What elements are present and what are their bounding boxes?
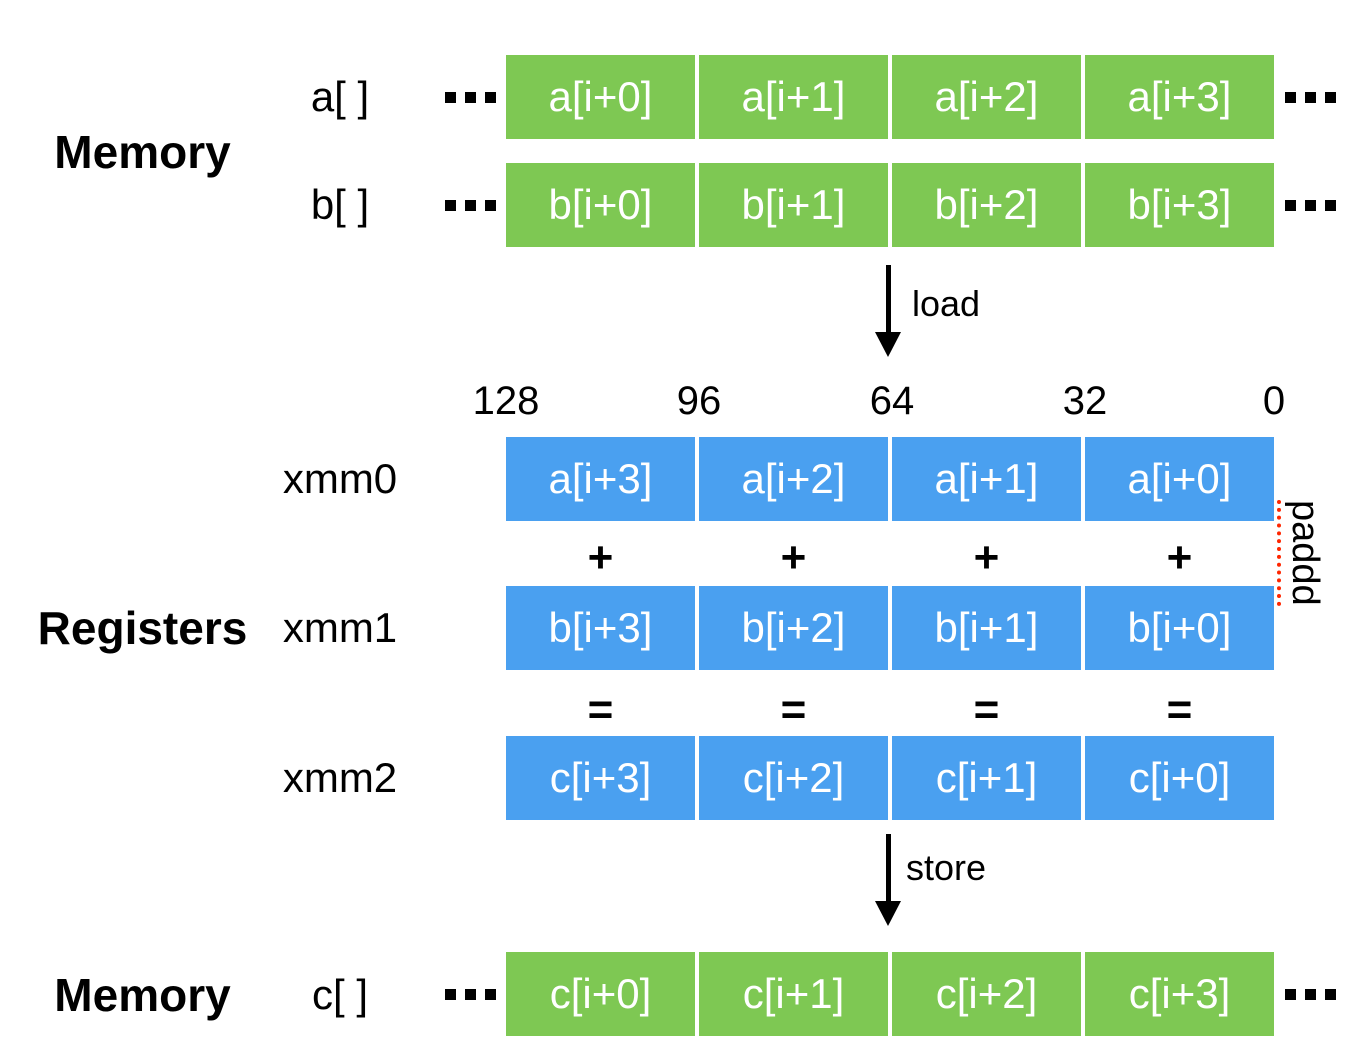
memory-cell-b3: b[i+3] <box>1085 163 1274 247</box>
equals-operator: = <box>1166 685 1193 734</box>
memory-cell-c1: c[i+1] <box>699 952 888 1036</box>
memory-row-a: a[i+0] a[i+1] a[i+2] a[i+3] <box>506 55 1274 139</box>
register-cell-xmm1-b1: b[i+1] <box>892 586 1081 670</box>
load-arrow-icon <box>875 265 901 357</box>
register-xmm0-label: xmm0 <box>282 455 398 502</box>
ellipsis-icon <box>1280 55 1340 139</box>
registers-section-label: Registers <box>37 602 248 654</box>
memory-cell-a0: a[i+0] <box>506 55 695 139</box>
ellipsis-icon <box>438 952 502 1037</box>
memory-cell-a3: a[i+3] <box>1085 55 1274 139</box>
memory-cell-b2: b[i+2] <box>892 163 1081 247</box>
memory-cell-b0: b[i+0] <box>506 163 695 247</box>
bit-position-labels: 128 96 64 32 0 <box>473 379 1286 423</box>
memory-bottom-section-label: Memory <box>54 968 231 1021</box>
register-cell-xmm1-b3: b[i+3] <box>506 586 695 670</box>
array-c-label: c[ ] <box>311 970 368 1018</box>
ellipsis-icon <box>1280 952 1340 1037</box>
ellipsis-icon <box>1280 163 1340 247</box>
register-row-xmm0: a[i+3] a[i+2] a[i+1] a[i+0] <box>506 437 1274 521</box>
memory-cell-b1: b[i+1] <box>699 163 888 247</box>
register-cell-xmm1-b2: b[i+2] <box>699 586 888 670</box>
array-a-label: a[ ] <box>310 73 370 120</box>
bit-label-96: 96 <box>676 379 722 423</box>
register-row-xmm1: b[i+3] b[i+2] b[i+1] b[i+0] <box>506 586 1274 670</box>
store-arrow-icon <box>875 834 901 926</box>
register-cell-xmm2-c0: c[i+0] <box>1085 736 1274 820</box>
plus-operator: + <box>780 533 807 582</box>
register-row-xmm2: c[i+3] c[i+2] c[i+1] c[i+0] <box>506 736 1274 820</box>
ellipsis-icon <box>438 55 502 139</box>
memory-cell-a1: a[i+1] <box>699 55 888 139</box>
memory-row-b: b[i+0] b[i+1] b[i+2] b[i+3] <box>506 163 1274 247</box>
memory-row-c: c[i+0] c[i+1] c[i+2] c[i+3] <box>506 952 1274 1036</box>
memory-cell-c0: c[i+0] <box>506 952 695 1036</box>
memory-cell-c3: c[i+3] <box>1085 952 1274 1036</box>
register-cell-xmm0-a1: a[i+1] <box>892 437 1081 521</box>
bit-label-64: 64 <box>869 379 915 423</box>
ellipsis-icon <box>438 163 502 247</box>
bit-label-32: 32 <box>1062 379 1108 423</box>
memory-cell-c2: c[i+2] <box>892 952 1081 1036</box>
register-cell-xmm1-b0: b[i+0] <box>1085 586 1274 670</box>
store-arrow-label: store <box>906 847 987 888</box>
equals-operator: = <box>587 685 614 734</box>
bit-label-0: 0 <box>1262 379 1286 423</box>
memory-cell-a2: a[i+2] <box>892 55 1081 139</box>
register-cell-xmm2-c2: c[i+2] <box>699 736 888 820</box>
load-arrow-label: load <box>912 283 981 324</box>
equals-operator-row: = = = = <box>506 688 1274 732</box>
memory-top-section-label: Memory <box>54 125 231 178</box>
paddd-instruction-label: paddd <box>1277 500 1326 606</box>
register-cell-xmm0-a2: a[i+2] <box>699 437 888 521</box>
plus-operator-row: + + + + <box>506 536 1274 580</box>
array-b-label: b[ ] <box>310 181 370 228</box>
register-xmm1-label: xmm1 <box>282 604 398 651</box>
register-cell-xmm2-c1: c[i+1] <box>892 736 1081 820</box>
bit-label-128: 128 <box>472 379 540 423</box>
register-cell-xmm0-a0: a[i+0] <box>1085 437 1274 521</box>
register-cell-xmm0-a3: a[i+3] <box>506 437 695 521</box>
plus-operator: + <box>1166 533 1193 582</box>
equals-operator: = <box>973 685 1000 734</box>
plus-operator: + <box>973 533 1000 582</box>
register-cell-xmm2-c3: c[i+3] <box>506 736 695 820</box>
equals-operator: = <box>780 685 807 734</box>
plus-operator: + <box>587 533 614 582</box>
register-xmm2-label: xmm2 <box>282 754 398 801</box>
